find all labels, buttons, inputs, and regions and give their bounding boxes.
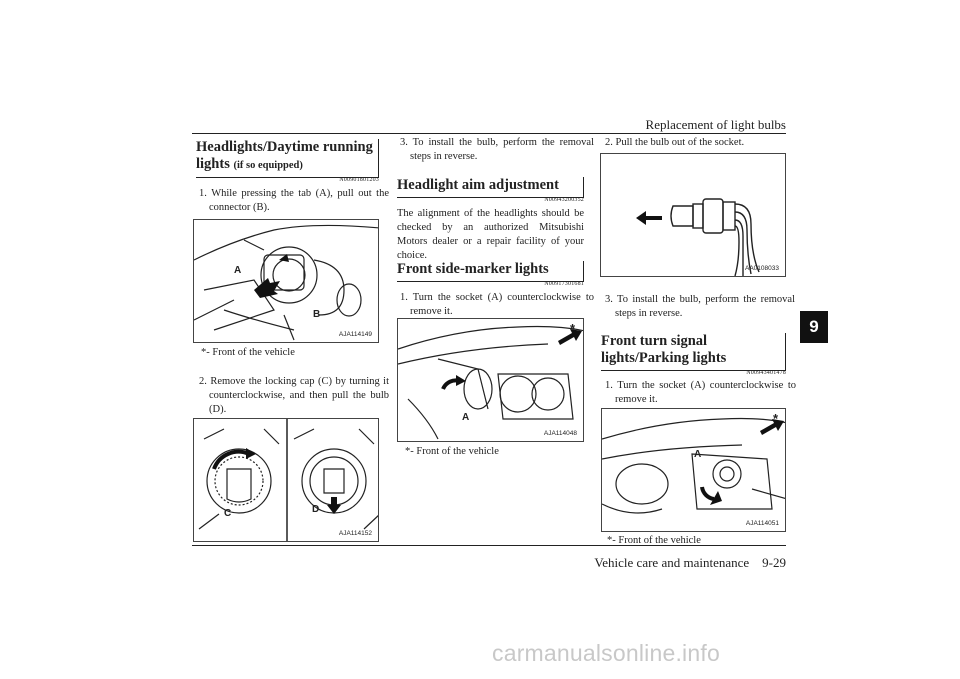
step-text: 1. Turn the socket (A) counterclockwise … bbox=[400, 292, 594, 317]
watermark: carmanualsonline.info bbox=[492, 640, 720, 666]
step-text: 2. Pull the bulb out of the socket. bbox=[605, 137, 745, 148]
figure-id: AJA114149 bbox=[338, 331, 372, 338]
heading-main: Headlights/Daytime running lights bbox=[196, 139, 373, 172]
callout-b: B bbox=[313, 309, 321, 320]
figure-id: AA0108033 bbox=[745, 265, 779, 272]
callout-a: A bbox=[694, 449, 702, 460]
locking-cap-illustration bbox=[198, 419, 378, 541]
step-text: 3. To install the bulb, perform the remo… bbox=[605, 294, 795, 319]
chapter-tab: 9 bbox=[800, 311, 828, 343]
figure-locking-cap: C D AJA114152 bbox=[193, 418, 379, 542]
footer-section: Vehicle care and maintenance bbox=[594, 555, 750, 570]
figure-side-marker: A * AJA114048 bbox=[397, 318, 584, 442]
front-marker-star: * bbox=[773, 411, 779, 426]
figure-id: AJA114048 bbox=[543, 430, 577, 437]
page-footer: Vehicle care and maintenance 9-29 bbox=[594, 555, 786, 571]
front-marker-star: * bbox=[570, 321, 576, 336]
doc-code: N00943401478 bbox=[746, 370, 786, 376]
doc-code: N00901801203 bbox=[339, 177, 379, 183]
section-heading-headlights: Headlights/Daytime running lights (if so… bbox=[196, 139, 379, 178]
page-number: 9-29 bbox=[762, 555, 786, 570]
doc-code: N00917301681 bbox=[544, 281, 584, 287]
callout-c: C bbox=[224, 508, 232, 519]
figure-connector: A B AJA114149 bbox=[193, 219, 379, 343]
callout-a: A bbox=[462, 412, 470, 423]
step-text: 3. To install the bulb, perform the remo… bbox=[400, 137, 594, 162]
figure-note: *- Front of the vehicle bbox=[405, 446, 499, 457]
figure-turn-signal: A * AJA114051 bbox=[601, 408, 786, 532]
footer-rule bbox=[192, 545, 786, 546]
header-rule bbox=[192, 133, 786, 134]
connector-illustration bbox=[194, 224, 378, 341]
figure-note: *- Front of the vehicle bbox=[607, 535, 701, 546]
section-heading-aim: Headlight aim adjustment bbox=[397, 177, 584, 198]
step-text: 1. While pressing the tab (A), pull out … bbox=[199, 188, 389, 213]
step-text: 1. Turn the socket (A) counterclockwise … bbox=[605, 380, 796, 405]
callout-d: D bbox=[312, 504, 320, 515]
section-heading-side-marker: Front side-marker lights bbox=[397, 261, 584, 282]
body-text: The alignment of the headlights should b… bbox=[397, 208, 584, 261]
turn-signal-illustration bbox=[602, 417, 785, 514]
figure-note: *- Front of the vehicle bbox=[201, 347, 295, 358]
bulb-socket-illustration bbox=[636, 198, 760, 276]
figure-id: AJA114051 bbox=[745, 520, 779, 527]
step-text: 2. Remove the locking cap (C) by turning… bbox=[199, 376, 389, 415]
side-marker-illustration bbox=[398, 325, 583, 440]
running-header: Replacement of light bulbs bbox=[645, 117, 786, 132]
doc-code: N00943200352 bbox=[544, 197, 584, 203]
callout-a: A bbox=[234, 265, 242, 276]
figure-bulb-removal: AA0108033 bbox=[600, 153, 786, 277]
heading-sub: (if so equipped) bbox=[233, 160, 303, 171]
figure-id: AJA114152 bbox=[338, 530, 372, 537]
section-heading-turn-signal: Front turn signal lights/Parking lights bbox=[601, 333, 786, 371]
